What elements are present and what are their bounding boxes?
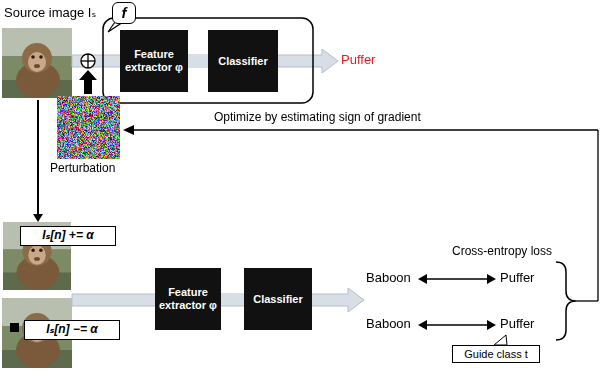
feedback-line	[123, 125, 598, 340]
callout-bubble: f	[112, 2, 136, 24]
box-text: Classifier	[253, 293, 303, 306]
flow-connector	[221, 299, 244, 300]
class-name: Baboon	[366, 271, 411, 286]
flow-connector	[188, 61, 208, 62]
class-name: Baboon	[366, 317, 411, 332]
process-note: Optimize by estimating sign of gradient	[214, 111, 421, 125]
image-caption: Perturbation	[50, 162, 115, 176]
box-text: Iₛ[n] += α	[42, 229, 93, 243]
loss-arrows	[418, 274, 496, 330]
box-text: Iₛ[n] −= α	[46, 323, 97, 337]
class-name: Puffer	[500, 271, 534, 286]
box-text: f	[122, 4, 127, 21]
feature-extractor-box: Feature extractor φ	[120, 30, 188, 92]
box-text: Feature extractor φ	[158, 286, 218, 311]
perturb-arrow	[79, 70, 97, 94]
loss-label: Cross-entropy loss	[452, 245, 552, 259]
image-caption: Source image Iₛ	[4, 6, 96, 21]
box-text: Feature extractor φ	[123, 48, 185, 73]
perturbation-noise	[57, 96, 120, 159]
class-name: Puffer	[500, 317, 534, 332]
perturb-label-box: Iₛ[n] −= α	[24, 320, 120, 340]
callout-tail	[494, 335, 507, 345]
classifier-box: Classifier	[208, 30, 278, 92]
classifier-box: Classifier	[244, 268, 312, 330]
callout-box: Guide class t	[452, 345, 540, 363]
perturb-label-box: Iₛ[n] += α	[20, 226, 116, 246]
model-outline	[103, 18, 313, 103]
box-text: Classifier	[218, 55, 268, 68]
source-images	[2, 28, 72, 368]
feature-extractor-box: Feature extractor φ	[155, 268, 221, 330]
add-symbol	[81, 54, 95, 68]
class-output: Puffer	[341, 53, 375, 68]
box-text: Guide class t	[464, 348, 528, 361]
copy-arrow	[33, 100, 43, 222]
